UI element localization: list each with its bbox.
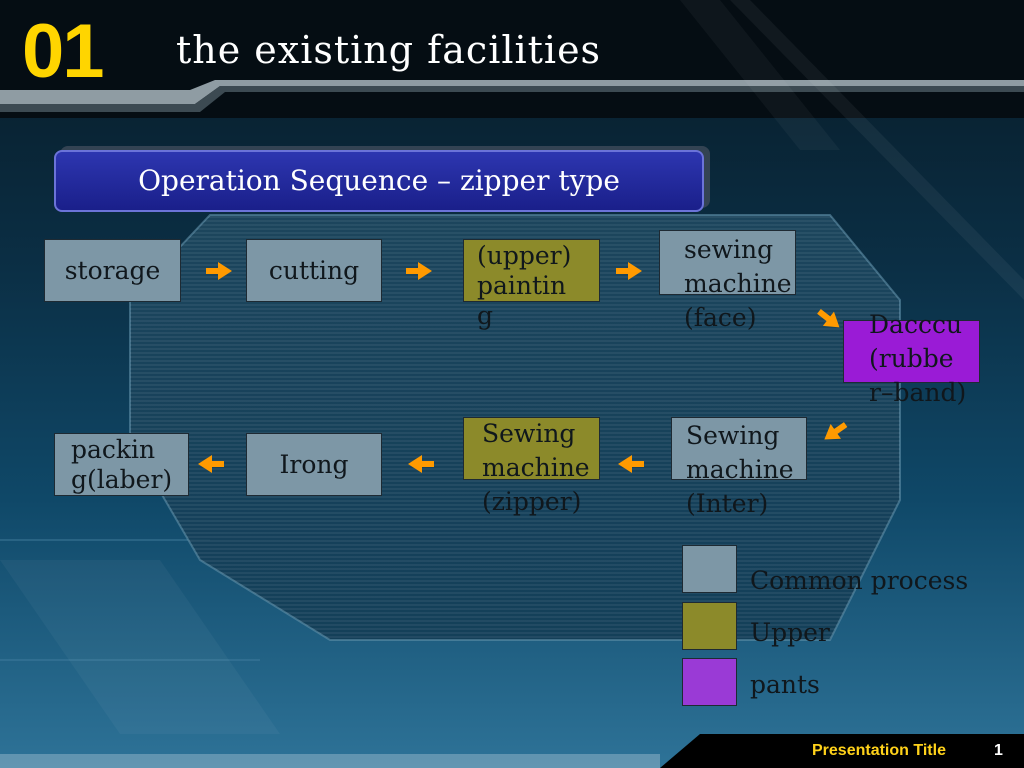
process-label-daccu: Dacccu (rubbe r–band) xyxy=(869,308,966,410)
footer-page-number: 1 xyxy=(994,742,1003,759)
footer-bar xyxy=(0,734,1024,768)
daccu-line-3: r–band) xyxy=(869,378,967,407)
process-label-cutting: cutting xyxy=(268,255,360,285)
legend-swatch-pants xyxy=(682,658,737,706)
arrow-left-icon xyxy=(198,455,224,473)
process-box-sewing-inter xyxy=(671,417,807,480)
process-label-storage: storage xyxy=(64,255,161,285)
legend-label-common: Common process xyxy=(750,566,969,595)
sewing-face-line-3: (face) xyxy=(684,303,757,332)
sewing-zipper-line-1: Sewing xyxy=(482,419,576,448)
slide-title: the existing facilities xyxy=(176,28,602,72)
process-box-storage: storage xyxy=(44,239,181,302)
arrow-left-icon xyxy=(408,455,434,473)
sewing-zipper-line-3: (zipper) xyxy=(482,487,582,516)
process-box-daccu xyxy=(843,320,980,383)
arrow-down-right-icon xyxy=(817,309,840,328)
footer-presentation-title: Presentation Title xyxy=(812,742,946,759)
slide-number: 01 xyxy=(22,9,105,94)
upper-painting-line-1: (upper) xyxy=(477,241,572,270)
process-box-packing xyxy=(54,433,189,496)
upper-painting-line-2: paintin xyxy=(477,271,567,300)
daccu-line-2: (rubbe xyxy=(869,344,954,373)
process-box-sewing-zipper xyxy=(463,417,600,480)
legend-label-pants: pants xyxy=(750,670,820,699)
process-box-irong: Irong xyxy=(246,433,382,496)
process-box-sewing-face xyxy=(659,230,796,295)
daccu-line-1: Dacccu xyxy=(869,310,963,339)
packing-line-2: g(laber) xyxy=(71,465,173,494)
process-box-upper-painting xyxy=(463,239,600,302)
sewing-face-line-1: sewing xyxy=(684,235,774,264)
upper-painting-line-3: g xyxy=(477,301,494,330)
legend-swatch-upper xyxy=(682,602,737,650)
legend-swatch-common xyxy=(682,545,737,593)
sewing-inter-line-3: (Inter) xyxy=(686,489,769,518)
sewing-inter-line-2: machine xyxy=(686,455,794,484)
arrow-down-left-icon xyxy=(824,422,848,440)
process-label-sewing-face: sewing machine (face) xyxy=(684,233,792,335)
process-label-sewing-zipper: Sewing machine (zipper) xyxy=(482,417,590,519)
process-label-irong: Irong xyxy=(279,449,349,479)
arrow-right-icon xyxy=(616,262,642,280)
sewing-zipper-line-2: machine xyxy=(482,453,590,482)
section-banner: Operation Sequence – zipper type xyxy=(54,150,704,212)
process-label-sewing-inter: Sewing machine (Inter) xyxy=(686,419,794,521)
sewing-face-line-2: machine xyxy=(684,269,792,298)
arrow-right-icon xyxy=(406,262,432,280)
legend-label-upper: Upper xyxy=(750,618,830,647)
process-box-cutting: cutting xyxy=(246,239,382,302)
arrow-left-icon xyxy=(618,455,644,473)
sewing-inter-line-1: Sewing xyxy=(686,421,780,450)
packing-line-1: packin xyxy=(71,435,156,464)
arrow-right-icon xyxy=(206,262,232,280)
process-label-upper-painting: (upper) paintin g xyxy=(477,241,571,331)
process-label-packing: packin g(laber) xyxy=(71,435,172,495)
